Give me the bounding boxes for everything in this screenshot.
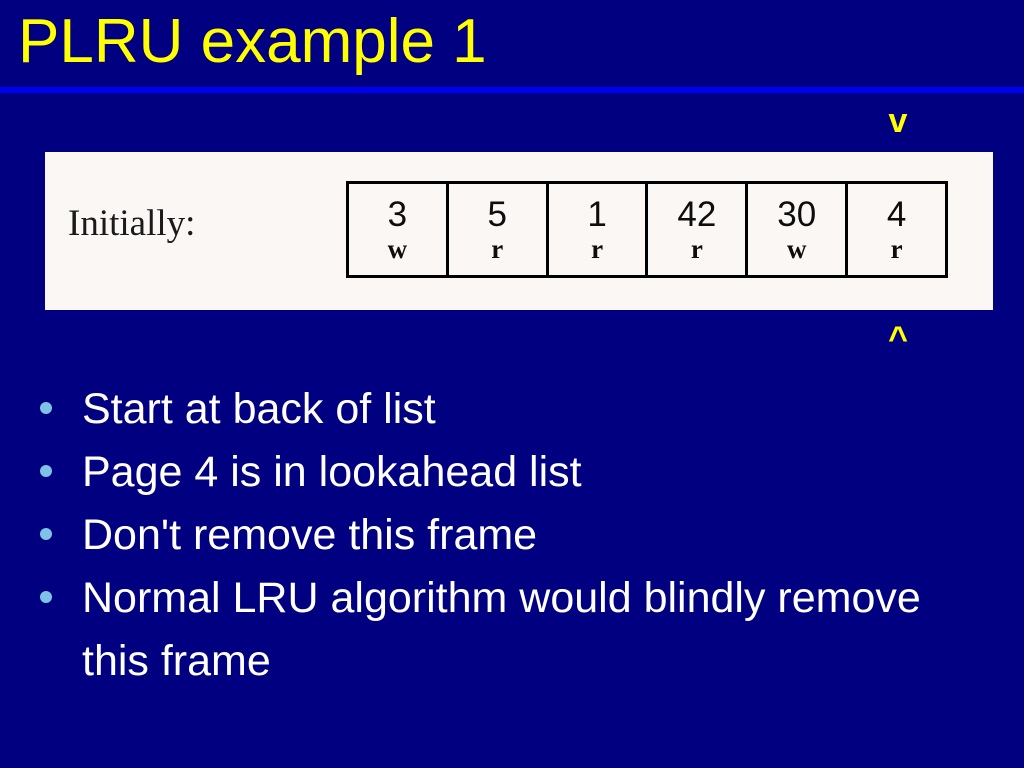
list-item: Page 4 is in lookahead list bbox=[40, 441, 980, 504]
list-item-label: Normal LRU algorithm would blindly remov… bbox=[82, 574, 921, 685]
frame-table: 3 w 5 r 1 r 42 r 30 w 4 r bbox=[346, 181, 948, 278]
frame-access-mode: w bbox=[387, 233, 408, 264]
frame-cell-highlighted: 4 r bbox=[848, 184, 945, 275]
bullet-dot-icon bbox=[40, 402, 52, 414]
frame-page-number: 5 bbox=[487, 194, 507, 234]
list-item-label: Don't remove this frame bbox=[82, 511, 538, 559]
frame-page-number: 3 bbox=[387, 194, 408, 234]
frame-page-number: 42 bbox=[677, 194, 717, 234]
list-item: Normal LRU algorithm would blindly remov… bbox=[40, 567, 980, 693]
frame-access-mode: r bbox=[591, 233, 604, 264]
frame-cell: 42 r bbox=[648, 184, 749, 275]
frame-access-mode: r bbox=[890, 233, 903, 264]
bullet-list: Start at back of list Page 4 is in looka… bbox=[40, 378, 980, 693]
frame-list-label: Initially: bbox=[68, 203, 196, 244]
title-divider bbox=[0, 87, 1024, 93]
bullet-dot-icon bbox=[40, 528, 52, 540]
frame-access-mode: w bbox=[786, 233, 807, 264]
frame-access-mode: r bbox=[491, 233, 504, 264]
frame-list-panel: Initially: 3 w 5 r 1 r 42 r 30 w 4 r bbox=[45, 152, 993, 310]
bullet-dot-icon bbox=[40, 465, 52, 477]
frame-page-number: 4 bbox=[886, 194, 907, 234]
frame-page-number: 30 bbox=[777, 194, 817, 234]
frame-access-mode: r bbox=[690, 233, 703, 264]
frame-cell: 30 w bbox=[748, 184, 849, 275]
frame-cell: 3 w bbox=[349, 184, 449, 275]
list-item-label: Start at back of list bbox=[82, 385, 436, 433]
list-item-label: Page 4 is in lookahead list bbox=[82, 448, 582, 496]
list-item: Don't remove this frame bbox=[40, 504, 980, 567]
pointer-down-chevron-icon: v bbox=[888, 102, 908, 140]
frame-cell: 5 r bbox=[449, 184, 549, 275]
frame-cell: 1 r bbox=[549, 184, 649, 275]
list-item: Start at back of list bbox=[40, 378, 980, 441]
bullet-dot-icon bbox=[40, 591, 52, 603]
pointer-up-chevron-icon: ^ bbox=[888, 320, 908, 358]
page-title: PLRU example 1 bbox=[18, 7, 487, 76]
frame-page-number: 1 bbox=[587, 194, 607, 234]
